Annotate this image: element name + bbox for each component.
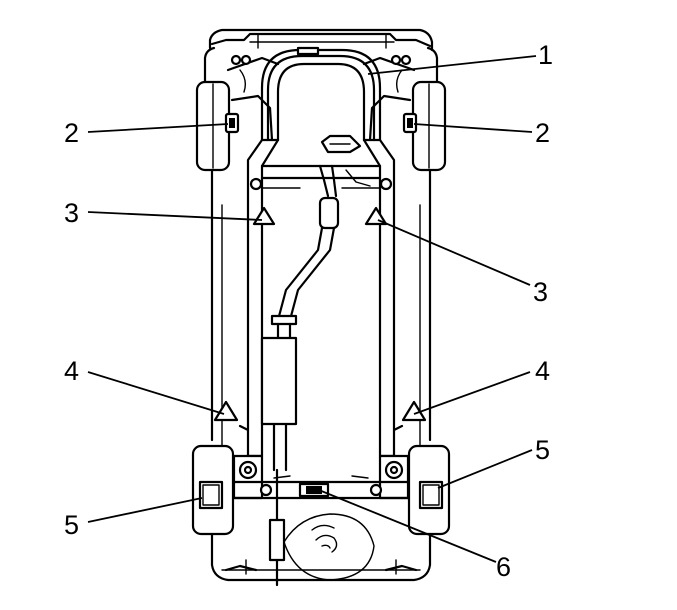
- callout-5-left: 5: [64, 510, 79, 540]
- front-lift-clamps: [224, 112, 418, 134]
- rear-axle: [232, 454, 410, 500]
- spare-tire-hoist-point: [298, 482, 330, 498]
- callout-3-left: 3: [64, 198, 79, 228]
- exhaust-system: [270, 164, 340, 340]
- spare-tire: [283, 513, 375, 581]
- vehicle-body-outline: [203, 28, 439, 582]
- callout-3-right: 3: [533, 277, 548, 307]
- muffler: [260, 336, 298, 472]
- callout-6: 6: [496, 552, 511, 582]
- callout-labels: 1 2 2 3 3 4 4 5 5 6: [64, 40, 553, 582]
- triangle-icon: [252, 206, 276, 226]
- front-cradle: [260, 46, 382, 142]
- rear-lift-pads: [198, 480, 444, 510]
- callout-5-right: 5: [535, 435, 550, 465]
- triangle-icon: [401, 400, 427, 422]
- callout-2-right: 2: [535, 118, 550, 148]
- callout-1: 1: [538, 40, 553, 70]
- callout-4-right: 4: [535, 356, 550, 386]
- triangle-icon: [213, 400, 239, 422]
- tail-pipe: [268, 468, 286, 587]
- front-suspension: [226, 54, 416, 142]
- callout-2-left: 2: [64, 118, 79, 148]
- triangle-icon: [364, 206, 388, 226]
- callout-4-left: 4: [64, 356, 79, 386]
- leader-lines: [87, 55, 537, 563]
